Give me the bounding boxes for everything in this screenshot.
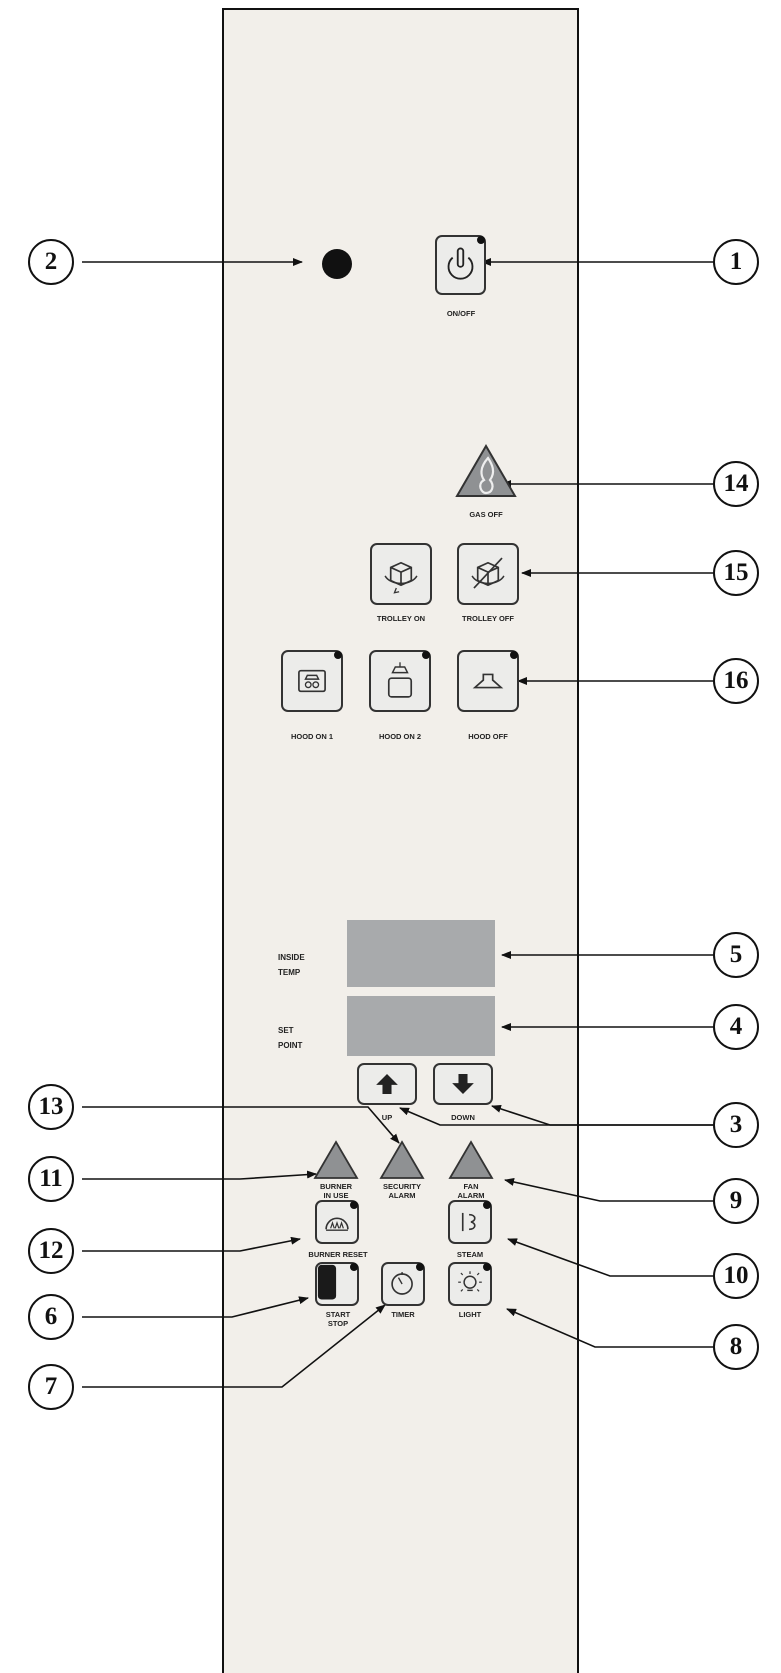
light-button[interactable]	[448, 1262, 492, 1306]
arrow-down-icon	[452, 1074, 474, 1094]
callout-6: 6	[28, 1294, 74, 1340]
hood-on-2-button[interactable]	[369, 650, 431, 712]
callout-14: 14	[713, 461, 759, 507]
led-indicator	[416, 1263, 424, 1271]
steam-button[interactable]	[448, 1200, 492, 1244]
callout-10: 10	[713, 1253, 759, 1299]
callout-1: 1	[713, 239, 759, 285]
trolley-on-button[interactable]	[370, 543, 432, 605]
steam-label: STEAM	[456, 1250, 484, 1259]
callout-2: 2	[28, 239, 74, 285]
gas-off-label: GAS OFF	[469, 510, 503, 519]
timer-label: TIMER	[391, 1310, 415, 1319]
flame-icon	[479, 456, 495, 495]
timer-button[interactable]	[381, 1262, 425, 1306]
hood-off-label: HOOD OFF	[468, 732, 508, 741]
callout-4: 4	[713, 1004, 759, 1050]
led-indicator	[510, 651, 518, 659]
burner-in-use-indicator	[313, 1140, 359, 1179]
light-bulb-icon	[458, 1271, 482, 1292]
callout-7: 7	[28, 1364, 74, 1410]
control-panel	[222, 8, 579, 1673]
led-indicator	[334, 651, 342, 659]
set-point-display	[347, 996, 495, 1056]
burner-reset-icon	[325, 1217, 349, 1231]
gas-off-indicator	[455, 444, 517, 497]
on-off-label: ON/OFF	[446, 309, 476, 318]
start-stop-button[interactable]	[315, 1262, 359, 1306]
trolley-on-label: TROLLEY ON	[376, 614, 426, 623]
power-icon	[447, 247, 474, 280]
hood-icon	[472, 673, 504, 689]
timer-icon	[391, 1272, 413, 1295]
inside-temp-label: INSIDE TEMP	[278, 953, 305, 977]
led-indicator	[483, 1263, 491, 1271]
callout-11: 11	[28, 1156, 74, 1202]
on-off-button[interactable]	[435, 235, 486, 295]
callout-12: 12	[28, 1228, 74, 1274]
security-alarm-indicator	[379, 1140, 425, 1179]
inside-temp-display	[347, 920, 495, 987]
set-point-label: SET POINT	[278, 1026, 303, 1050]
led-indicator	[350, 1263, 358, 1271]
hood-fan-icon	[298, 669, 326, 693]
start-stop-icon	[317, 1264, 337, 1300]
up-label: UP	[381, 1113, 393, 1122]
callout-13: 13	[28, 1084, 74, 1130]
callout-3: 3	[713, 1102, 759, 1148]
callout-15: 15	[713, 550, 759, 596]
led-indicator	[483, 1201, 491, 1209]
light-label: LIGHT	[458, 1310, 482, 1319]
fan-alarm-label: FAN ALARM	[457, 1182, 485, 1200]
down-button[interactable]	[433, 1063, 493, 1105]
hood-cooker-icon	[387, 662, 413, 698]
led-indicator	[422, 651, 430, 659]
burner-in-use-label: BURNER IN USE	[319, 1182, 353, 1200]
hood-on-2-label: HOOD ON 2	[378, 732, 422, 741]
hood-on-1-label: HOOD ON 1	[290, 732, 334, 741]
down-label: DOWN	[451, 1113, 475, 1122]
callout-8: 8	[713, 1324, 759, 1370]
callout-9: 9	[713, 1178, 759, 1224]
start-stop-label: START STOP	[325, 1310, 351, 1328]
callout-16: 16	[713, 658, 759, 704]
callout-5: 5	[713, 932, 759, 978]
steam-icon	[461, 1212, 476, 1232]
burner-reset-label: BURNER RESET	[308, 1250, 368, 1259]
led-indicator	[350, 1201, 358, 1209]
trolley-off-label: TROLLEY OFF	[462, 614, 514, 623]
hood-off-button[interactable]	[457, 650, 519, 712]
trolley-rotate-icon	[384, 561, 418, 594]
trolley-off-button[interactable]	[457, 543, 519, 605]
hood-on-1-button[interactable]	[281, 650, 343, 712]
arrow-up-icon	[376, 1074, 398, 1094]
security-alarm-label: SECURITY ALARM	[383, 1182, 421, 1200]
burner-reset-button[interactable]	[315, 1200, 359, 1244]
led-indicator	[477, 236, 485, 244]
trolley-stop-icon	[471, 557, 505, 589]
fan-alarm-indicator	[448, 1140, 494, 1179]
power-indicator-dot	[322, 249, 352, 279]
up-button[interactable]	[357, 1063, 417, 1105]
